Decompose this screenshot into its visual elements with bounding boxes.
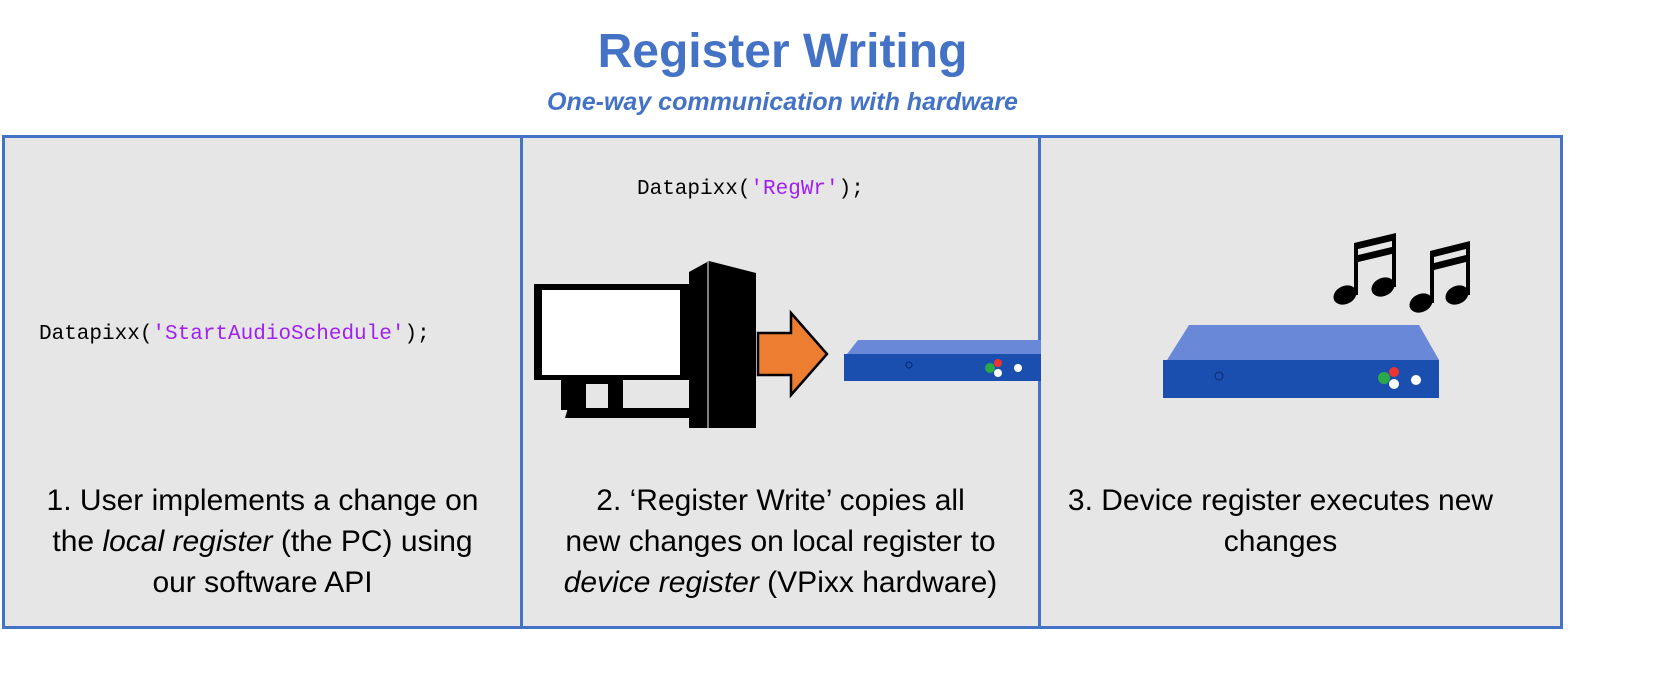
code-end: ); bbox=[404, 323, 430, 346]
code-snippet: Datapixx('RegWr'); bbox=[637, 178, 864, 201]
caption-line: changes bbox=[1223, 525, 1338, 558]
code-arg: 'StartAudioSchedule' bbox=[152, 323, 405, 346]
caption-line: new changes on local register to bbox=[565, 525, 996, 558]
code-end: ); bbox=[838, 178, 864, 201]
step-caption: 3. Device register executes new changes bbox=[1001, 480, 1560, 562]
caption-emphasis: local register bbox=[102, 525, 273, 558]
caption-line: 3. Device register executes new bbox=[1067, 484, 1494, 517]
code-snippet: Datapixx('StartAudioSchedule'); bbox=[39, 323, 430, 346]
device-icon bbox=[844, 340, 1041, 381]
caption-emphasis: device register bbox=[563, 566, 759, 599]
caption-line: 2. ‘Register Write’ copies all bbox=[596, 484, 965, 517]
code-fn: Datapixx( bbox=[637, 178, 751, 201]
caption-line: 1. User implements a change on bbox=[46, 484, 479, 517]
caption-text: (VPixx hardware) bbox=[758, 566, 998, 599]
code-arg: 'RegWr' bbox=[750, 178, 839, 201]
panel-step-3: 3. Device register executes new changes bbox=[1041, 138, 1560, 626]
diagram-subtitle: One-way communication with hardware bbox=[547, 88, 1018, 116]
diagram-title: Register Writing bbox=[597, 25, 968, 78]
music-notes-icon bbox=[1333, 233, 1470, 313]
device-icon bbox=[1163, 325, 1439, 398]
panel-step-2: Datapixx('RegWr'); 2. ‘Register Write’ c… bbox=[523, 138, 1041, 626]
diagram-frame: Datapixx('StartAudioSchedule'); 1. User … bbox=[2, 135, 1563, 629]
caption-line: our software API bbox=[152, 566, 373, 599]
caption-text: (the PC) using bbox=[272, 525, 473, 558]
step-caption: 2. ‘Register Write’ copies all new chang… bbox=[523, 480, 1038, 603]
panel-step-1: Datapixx('StartAudioSchedule'); 1. User … bbox=[5, 138, 523, 626]
caption-text: the bbox=[52, 525, 103, 558]
computer-icon bbox=[534, 261, 1041, 428]
caption-line: device register (VPixx hardware) bbox=[523, 562, 1038, 603]
caption-line: the local register (the PC) using bbox=[5, 521, 520, 562]
step-caption: 1. User implements a change on the local… bbox=[5, 480, 520, 603]
code-fn: Datapixx( bbox=[39, 323, 153, 346]
